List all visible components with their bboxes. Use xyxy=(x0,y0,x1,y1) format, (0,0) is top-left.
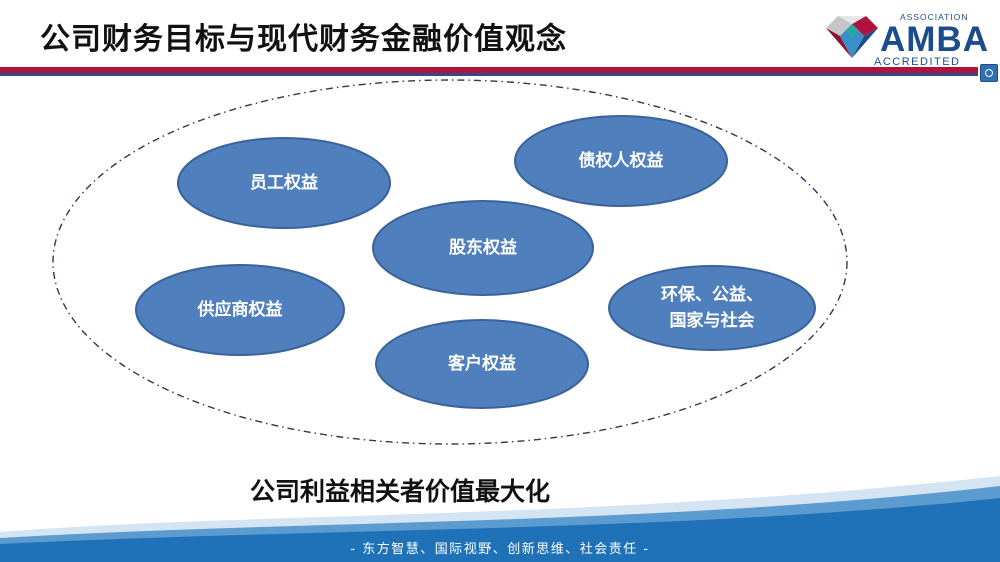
logo-association-text: ASSOCIATION xyxy=(900,12,969,22)
amba-diamond-icon xyxy=(826,16,878,58)
footer-slogan: - 东方智慧、国际视野、创新思维、社会责任 - xyxy=(350,542,650,557)
corner-nav-button[interactable] xyxy=(980,64,998,82)
logo-s-text: S xyxy=(968,36,974,45)
bubble-creditor[interactable] xyxy=(514,115,728,207)
bubble-shareholder[interactable] xyxy=(372,200,594,296)
bubble-customer[interactable] xyxy=(375,319,589,409)
label-environment: 环保、公益、 国家与社会 xyxy=(661,285,763,331)
label-supplier: 供应商权益 xyxy=(197,300,283,320)
title-divider-blue xyxy=(0,73,978,76)
bubble-environment[interactable] xyxy=(608,265,816,351)
title-divider-red xyxy=(0,67,978,73)
label-customer: 客户权益 xyxy=(448,354,516,374)
amba-logo: ASSOCIATION AMBA S ACCREDITED xyxy=(822,8,988,70)
label-employee: 员工权益 xyxy=(250,173,318,193)
bubble-employee[interactable] xyxy=(177,137,391,229)
logo-accredited-text: ACCREDITED xyxy=(874,56,961,68)
footer-wave-band xyxy=(0,476,1000,562)
diagram-caption: 公司利益相关者价值最大化 xyxy=(250,477,551,506)
outer-dashed-ellipse xyxy=(52,79,848,445)
logo-amba-text: AMBA xyxy=(880,20,989,59)
bubble-supplier[interactable] xyxy=(135,264,345,356)
label-shareholder: 股东权益 xyxy=(449,238,517,258)
page-title: 公司财务目标与现代财务金融价值观念 xyxy=(40,22,567,57)
label-creditor: 债权人权益 xyxy=(578,151,664,171)
